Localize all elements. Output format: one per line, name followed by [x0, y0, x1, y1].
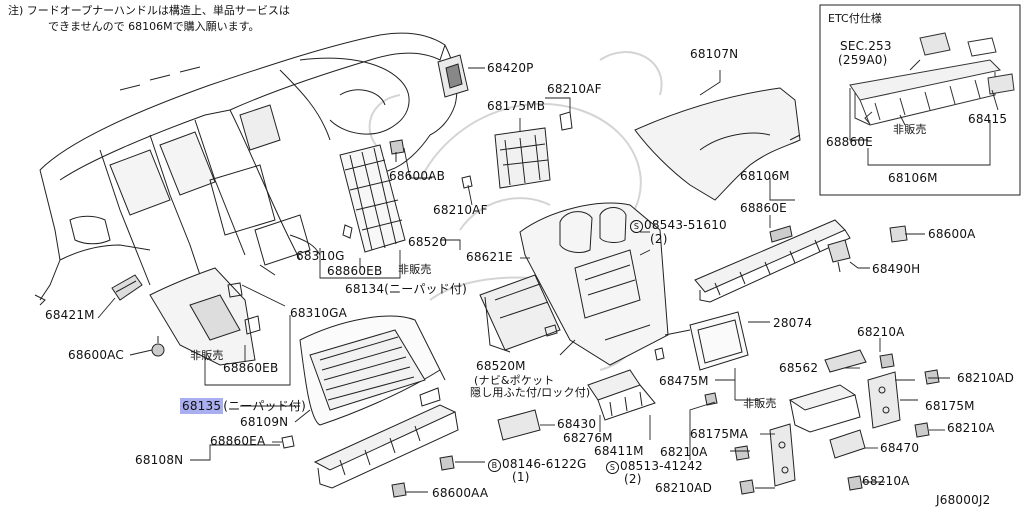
label-68175MB: 68175MB	[487, 99, 546, 113]
label-not-for-sale-etc: 非販売	[893, 123, 927, 136]
label-68520M-sub1: (ナビ&ポケット	[474, 374, 555, 387]
label-68600A: 68600A	[928, 227, 976, 241]
part-68490H-shape	[827, 239, 851, 273]
label-68411M: 68411M	[594, 444, 644, 458]
part-28074-shape	[689, 311, 749, 371]
label-68210AF-mid: 68210AF	[433, 203, 488, 217]
label-68520: 68520	[408, 235, 448, 249]
b-circle-icon: B	[488, 459, 501, 472]
label-68106M-etc: 68106M	[888, 171, 938, 185]
bolt-parts-right	[704, 353, 940, 495]
label-not-for-sale-top: 非販売	[398, 263, 432, 276]
label-68860EA: 68860EA	[210, 434, 266, 448]
fastener-parts	[281, 409, 541, 498]
etc-inset-frame	[819, 4, 1021, 196]
label-08543-qty: (2)	[650, 232, 668, 246]
diagram-reference-id: J68000J2	[936, 493, 991, 507]
label-68134: 68134(ニーパッド付)	[345, 282, 468, 296]
label-68108N: 68108N	[135, 453, 184, 467]
part-68108N-shape	[313, 387, 459, 489]
leader-lines	[97, 59, 999, 493]
label-68106M-mid: 68106M	[740, 169, 790, 183]
part-68421M-shape	[111, 274, 143, 301]
part-68562-shape	[824, 349, 867, 373]
label-68420P: 68420P	[487, 61, 534, 75]
part-68420P-shape	[437, 54, 469, 98]
part-68135-shape	[149, 267, 261, 366]
part-68520M-shape	[479, 274, 561, 353]
label-not-for-sale-right: 非販売	[743, 397, 777, 410]
part-68106M-shape	[694, 219, 851, 303]
part-68475M-shape	[788, 384, 861, 433]
label-68109N: 68109N	[240, 415, 289, 429]
s-circle-icon: S	[630, 220, 643, 233]
label-68475M: 68475M	[659, 374, 709, 388]
label-68210A-bottom: 68210A	[862, 474, 910, 488]
highlight-68135[interactable]: 68135	[180, 398, 224, 414]
part-68175M-shape	[867, 371, 901, 429]
label-not-for-sale-left: 非販売	[190, 349, 224, 362]
label-28074: 28074	[773, 316, 813, 330]
label-68520M-sub2: 隠し用ふた付/ロック付)	[470, 386, 591, 399]
label-sec253-sub: (259A0)	[838, 53, 888, 67]
etc-inset-title: ETC付仕様	[828, 12, 882, 25]
part-68310G-shape	[339, 144, 406, 253]
label-68107N: 68107N	[690, 47, 739, 61]
label-68210AF-top: 68210AF	[547, 82, 602, 96]
label-68210AD-bottom: 68210AD	[655, 481, 713, 495]
dashboard-upper-assembly	[34, 32, 458, 306]
label-68175M: 68175M	[925, 399, 975, 413]
label-68135-kneepad: (ニーパッド付)	[223, 399, 307, 413]
part-68276M-shape	[587, 369, 656, 421]
label-08146-text: 08146-6122G	[502, 457, 587, 471]
label-68210A-center: 68210A	[660, 445, 708, 459]
label-68860E-mid: 68860E	[740, 201, 787, 215]
label-68600AB: 68600AB	[389, 169, 446, 183]
label-68276M: 68276M	[563, 431, 613, 445]
label-68600AC: 68600AC	[68, 348, 124, 362]
part-68175MA-shape	[769, 423, 796, 487]
label-68310G: 68310G	[296, 249, 345, 263]
label-68490H: 68490H	[872, 262, 921, 276]
label-68520M: 68520M	[476, 359, 526, 373]
label-68210A-right-2: 68210A	[947, 421, 995, 435]
label-68175MA: 68175MA	[690, 427, 749, 441]
part-68109N-shape	[299, 315, 446, 426]
label-08513-qty: (2)	[624, 472, 642, 486]
part-68600A-shape	[889, 225, 908, 243]
label-08513-text: 08513-41242	[620, 459, 703, 473]
part-68520-shape	[519, 202, 669, 366]
label-68415-etc: 68415	[968, 112, 1008, 126]
label-68135-highlighted[interactable]: 68135(ニーパッド付)	[180, 398, 307, 414]
part-68107N-shape	[634, 87, 801, 201]
label-68860E-etc: 68860E	[826, 135, 873, 149]
label-68860EB-bottom: 68860EB	[223, 361, 279, 375]
label-68430: 68430	[557, 417, 597, 431]
label-68860EB-top: 68860EB	[327, 264, 383, 278]
etc-parts	[849, 32, 1015, 126]
label-68210AD-right: 68210AD	[957, 371, 1015, 385]
label-68621E: 68621E	[466, 250, 513, 264]
service-note-line-1: 注) フードオープナーハンドルは構造上、単品サービスは	[8, 4, 290, 17]
part-68470-shape	[829, 429, 866, 459]
label-08543-text: 08543-51610	[644, 218, 727, 232]
label-68421M: 68421M	[45, 308, 95, 322]
label-68562: 68562	[779, 361, 819, 375]
part-68175MB-shape	[461, 111, 573, 189]
label-68600AA: 68600AA	[432, 486, 489, 500]
label-68470: 68470	[880, 441, 920, 455]
label-68210A-right-1: 68210A	[857, 325, 905, 339]
label-sec253: SEC.253	[840, 39, 892, 53]
s-circle-icon-2: S	[606, 461, 619, 474]
label-68310GA: 68310GA	[290, 306, 348, 320]
part-68600AC-shape	[151, 336, 165, 357]
part-68600AB-shape	[389, 139, 405, 162]
label-08146-qty: (1)	[512, 470, 530, 484]
service-note-line-2: できませんので 68106Mで購入願います。	[48, 20, 260, 33]
